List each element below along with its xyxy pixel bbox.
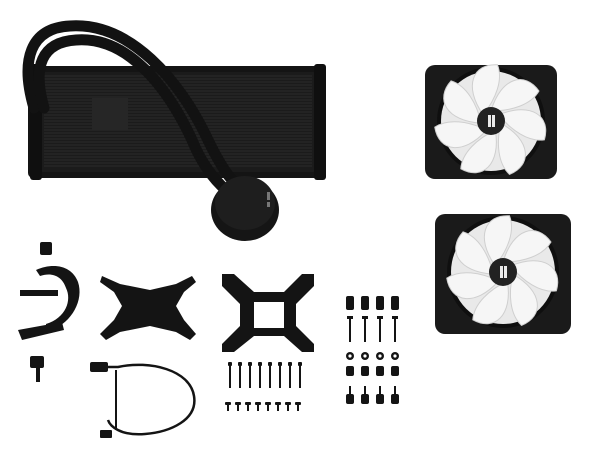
fan-bottom (435, 214, 571, 334)
short-screw (235, 402, 241, 411)
long-screw (288, 362, 292, 388)
short-screw (295, 402, 301, 411)
pump-block (211, 176, 279, 241)
fan-top (425, 64, 557, 179)
short-screw (275, 402, 281, 411)
fan-blade (502, 230, 552, 263)
short-screw (285, 402, 291, 411)
fan-logo-icon (488, 115, 495, 127)
fan-blade (490, 79, 540, 112)
standoff-column (391, 296, 399, 404)
standoff-column (376, 296, 384, 404)
cable (90, 362, 196, 438)
fan-logo-icon (500, 266, 507, 278)
backplate (222, 274, 314, 352)
fan-blade (510, 260, 559, 292)
fan-blade (446, 272, 500, 300)
amd-bracket (18, 242, 80, 382)
short-screw (245, 402, 251, 411)
fan-blade (497, 122, 526, 176)
intel-bracket (100, 276, 196, 340)
short-screw (255, 402, 261, 411)
short-screws (225, 402, 301, 411)
long-screw (268, 362, 272, 388)
long-screw (258, 362, 262, 388)
fan-blade (443, 80, 482, 124)
fan-blade (472, 280, 509, 325)
standoff-column (346, 296, 354, 404)
short-screw (265, 402, 271, 411)
standoffs (346, 296, 399, 404)
fan-blade (434, 121, 488, 149)
fan-blade (471, 64, 501, 116)
fan-blade (455, 231, 494, 275)
long-screw (248, 362, 252, 388)
long-screw (238, 362, 242, 388)
short-screw (225, 402, 231, 411)
standoff-column (361, 296, 369, 404)
long-screw (298, 362, 302, 388)
long-screw (228, 362, 232, 388)
coolant-tubes (22, 20, 246, 196)
fan-blade (509, 273, 538, 327)
radiator-endcap-right (314, 64, 326, 180)
fan-blade (483, 215, 513, 267)
long-screw (278, 362, 282, 388)
radiator-label-plate (92, 98, 128, 130)
fan-blade (498, 109, 547, 141)
fan-blade (460, 129, 497, 174)
long-screws (228, 362, 302, 388)
